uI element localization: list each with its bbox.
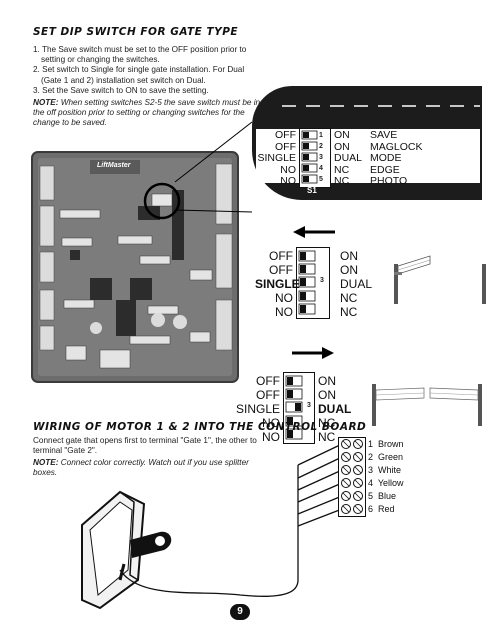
- dip-right-label: ON: [340, 263, 358, 277]
- dip-left-label: OFF: [275, 140, 296, 153]
- wire-label: 3 White: [368, 465, 402, 476]
- zoom-connector-lines: [174, 121, 253, 213]
- dip-left-label: OFF: [256, 374, 280, 388]
- dip-number: 4: [319, 165, 323, 172]
- instructions-list: 1. The Save switch must be set to the OF…: [33, 45, 263, 96]
- note-label: NOTE:: [33, 458, 59, 467]
- wiring-instructions: Connect gate that opens first to termina…: [33, 436, 273, 456]
- wiring-text-line: terminal "Gate 2".: [33, 446, 98, 456]
- dip-dual-left-labels: OFF OFF SINGLE NO NO: [224, 374, 280, 444]
- section-title-dip-switch: SET DIP SWITCH FOR GATE TYPE: [33, 26, 239, 38]
- dip-left-label: SINGLE: [235, 402, 280, 416]
- dip-zoom-right-labels: ON ON DUAL NC NC: [334, 129, 363, 188]
- control-board-illustration: [31, 151, 239, 383]
- dip-number: 3: [307, 402, 311, 409]
- board-brand-logo: LiftMaster: [97, 162, 131, 169]
- dip-function-label: MODE: [370, 152, 402, 164]
- dip-switch-block-single: [296, 247, 330, 319]
- dip-right-label: NC: [318, 416, 336, 430]
- dip-switch-block-dual: [283, 372, 315, 444]
- note-wiring: NOTE: Connect color correctly. Watch out…: [33, 458, 273, 478]
- dip-number: 1: [319, 132, 323, 139]
- dip-function-label: MAGLOCK: [370, 140, 423, 153]
- wire-label: 6 Red: [368, 504, 395, 515]
- page-number: 9: [230, 604, 250, 620]
- dip-right-label: NC: [340, 291, 358, 305]
- terminal-screws: [341, 439, 363, 514]
- dip-function-label: EDGE: [370, 163, 400, 176]
- dip-dual-right-labels: ON ON DUAL NC NC: [318, 374, 351, 444]
- dip-zoom-left-labels: OFF OFF SINGLE NO NO: [256, 129, 296, 188]
- note-text: boxes.: [33, 468, 58, 478]
- dip-number: 3: [319, 154, 323, 161]
- dip-left-label: NO: [275, 291, 293, 305]
- instruction-line: (Gate 1 and 2) installation set switch o…: [41, 75, 206, 85]
- dip-right-label: ON: [318, 374, 336, 388]
- dip-function-label: PHOTO: [370, 175, 408, 187]
- dip-zoom-labels-panel: [256, 129, 480, 183]
- dip-right-label: NC: [334, 163, 350, 176]
- arrow-left-icon: [293, 226, 335, 238]
- dip-single-right-labels: ON ON DUAL NC NC: [340, 249, 372, 319]
- dip-right-label: ON: [340, 249, 358, 263]
- note-text: change to be saved.: [33, 118, 107, 128]
- dip-switch-toggles-zoom: [301, 130, 318, 184]
- instruction-line: 1. The Save switch must be set to the OF…: [33, 45, 247, 54]
- dip-zoom-function-labels: SAVE MAGLOCK MODE EDGE PHOTO: [370, 129, 423, 188]
- dashed-line-decoration: [282, 105, 480, 107]
- wire-label: 4 Yellow: [368, 478, 404, 489]
- dip-switch-toggles-single: [298, 250, 316, 315]
- instruction-line: 3. Set the Save switch to ON to save the…: [33, 85, 209, 95]
- section-title-wiring: WIRING OF MOTOR 1 & 2 INTO THE CONTROL B…: [33, 421, 367, 433]
- dip-function-label: SAVE: [370, 129, 398, 141]
- wire-label: 5 Blue: [368, 491, 397, 502]
- instruction-line: 2. Set switch to Single for single gate …: [33, 65, 245, 75]
- dip-switch-numbers: 1 2 3 4 5: [319, 130, 323, 185]
- wire-label: 1 Brown: [368, 439, 404, 449]
- dip-left-label: NO: [275, 305, 293, 319]
- dip-left-label: OFF: [256, 388, 280, 402]
- dip-right-label: DUAL: [334, 152, 363, 164]
- switch-id-label: S1: [307, 186, 317, 195]
- wire-label: 2 Green: [368, 452, 404, 463]
- terminal-block: [338, 437, 366, 517]
- dip-single-left-labels: OFF OFF SINGLE NO NO: [255, 249, 300, 319]
- instruction-line: setting or changing the switches.: [41, 55, 160, 65]
- dip-right-label: NC: [334, 175, 350, 187]
- dip-switch-toggles-dual: [285, 375, 303, 440]
- note-text: the off position prior to setting or cha…: [33, 108, 245, 118]
- note-text: Connect color correctly. Watch out if yo…: [58, 458, 249, 467]
- note-dip: NOTE: When setting switches S2-5 the sav…: [33, 98, 273, 129]
- dip-right-label: DUAL: [340, 277, 373, 291]
- dip-left-label: NO: [280, 175, 296, 187]
- dip-number: 5: [319, 176, 323, 183]
- dip-right-label-selected: DUAL: [318, 402, 352, 416]
- dip-left-label-selected: SINGLE: [255, 277, 300, 291]
- wiring-text-line: Connect gate that opens first to termina…: [33, 436, 257, 445]
- dip-right-label: ON: [334, 129, 350, 141]
- motor-wiring-illustration: [81, 443, 343, 610]
- dip-right-label: ON: [318, 388, 336, 402]
- dual-gate-illustration: [372, 384, 482, 426]
- dip-number: 2: [319, 143, 323, 150]
- dip-left-label: SINGLE: [257, 152, 296, 164]
- dip-right-label: NC: [340, 305, 358, 319]
- note-text: When setting switches S2-5 the save swit…: [58, 98, 261, 107]
- note-label: NOTE:: [33, 98, 59, 107]
- dip-number: 3: [320, 277, 324, 284]
- wire-color-legend: 1 Brown 2 Green 3 White 4 Yellow 5 Blue …: [368, 438, 404, 517]
- dip-right-label: ON: [334, 140, 350, 153]
- dip-left-label: OFF: [269, 249, 293, 263]
- dip-left-label: NO: [262, 430, 280, 444]
- dip-left-label: OFF: [269, 263, 293, 277]
- dip-left-label: OFF: [275, 129, 296, 141]
- dip-right-label: NC: [318, 430, 336, 444]
- single-gate-illustration: [394, 255, 486, 304]
- dip-left-label: NO: [280, 163, 296, 176]
- arrow-right-icon: [292, 347, 334, 359]
- dip-left-label: NO: [262, 416, 280, 430]
